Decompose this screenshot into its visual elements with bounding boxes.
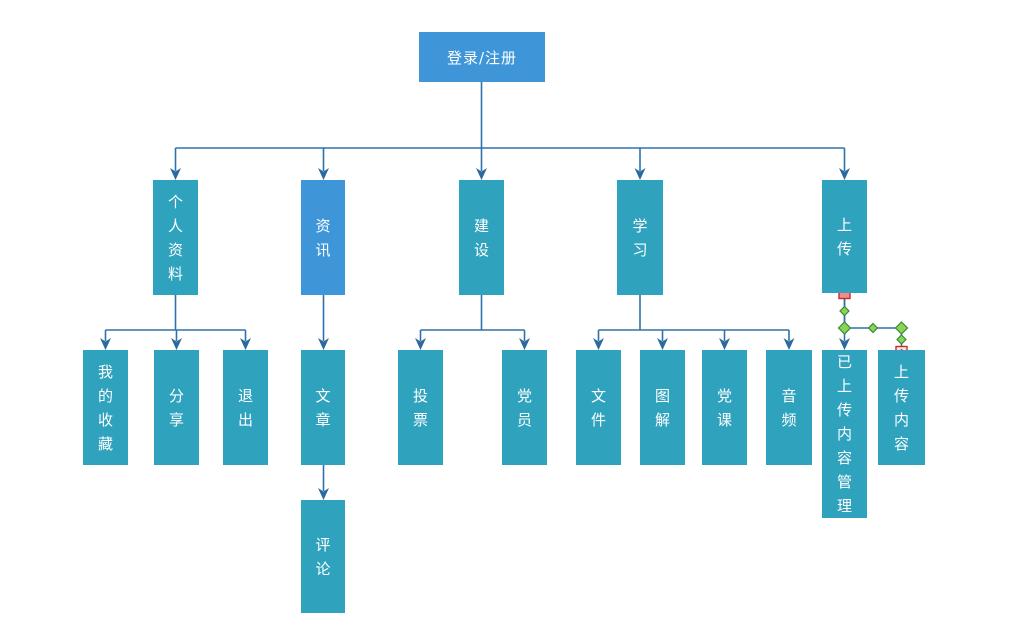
node-share[interactable]: 分享 <box>154 350 199 465</box>
node-logout-label: 退出 <box>237 386 253 429</box>
node-logout[interactable]: 退出 <box>223 350 268 465</box>
edge-waypoint-handle[interactable] <box>839 305 850 317</box>
node-party-class[interactable]: 党课 <box>702 350 747 465</box>
edge-profile-children[interactable] <box>100 295 251 350</box>
node-audio-label: 音频 <box>781 386 797 429</box>
node-upload-content-label: 上传内容 <box>893 362 909 453</box>
node-study[interactable]: 学习 <box>617 180 663 295</box>
node-upload-content[interactable]: 上传内容 <box>878 350 925 465</box>
node-party-member[interactable]: 党员 <box>502 350 547 465</box>
node-uploaded-content-mgmt-label: 已上传内容管理 <box>836 353 852 515</box>
node-login-label: 登录/注册 <box>446 48 518 67</box>
node-party-member-label: 党员 <box>516 386 532 429</box>
node-news[interactable]: 资讯 <box>301 180 345 295</box>
node-article[interactable]: 文章 <box>301 350 345 465</box>
node-profile[interactable]: 个人资料 <box>153 180 198 295</box>
node-login[interactable]: 登录/注册 <box>419 32 545 82</box>
node-profile-label: 个人资料 <box>167 192 183 283</box>
node-share-label: 分享 <box>168 386 184 429</box>
node-study-label: 学习 <box>632 216 648 259</box>
node-construction[interactable]: 建设 <box>459 180 504 295</box>
node-file-label: 文件 <box>590 386 606 429</box>
edge-construction-children[interactable] <box>415 295 530 350</box>
node-news-label: 资讯 <box>315 216 331 259</box>
node-article-label: 文章 <box>315 386 331 429</box>
node-upload[interactable]: 上传 <box>822 180 867 293</box>
selection-handles[interactable] <box>837 286 909 359</box>
edge-news-article[interactable] <box>318 295 329 350</box>
node-upload-label: 上传 <box>836 215 852 258</box>
node-favorites[interactable]: 我的收藏 <box>83 350 128 465</box>
node-file[interactable]: 文件 <box>576 350 621 465</box>
node-comment[interactable]: 评论 <box>301 500 345 613</box>
node-comment-label: 评论 <box>315 535 331 578</box>
edge-corner-handle[interactable] <box>894 321 909 335</box>
node-construction-label: 建设 <box>473 216 489 259</box>
node-diagram[interactable]: 图解 <box>640 350 685 465</box>
node-audio[interactable]: 音频 <box>766 350 812 465</box>
edge-waypoint-handle[interactable] <box>867 322 879 334</box>
node-vote-label: 投票 <box>412 386 428 429</box>
node-diagram-label: 图解 <box>654 386 670 429</box>
node-vote[interactable]: 投票 <box>398 350 443 465</box>
edge-login-children[interactable] <box>170 82 850 180</box>
node-party-class-label: 党课 <box>716 386 732 429</box>
edge-article-comment[interactable] <box>318 465 329 500</box>
node-favorites-label: 我的收藏 <box>97 362 113 453</box>
edge-upload-uploadcontent-selected[interactable] <box>843 293 903 347</box>
node-uploaded-content-mgmt[interactable]: 已上传内容管理 <box>822 350 867 518</box>
edge-waypoint-handle[interactable] <box>896 334 907 345</box>
edge-corner-handle[interactable] <box>837 321 852 335</box>
edge-study-children[interactable] <box>593 295 795 350</box>
